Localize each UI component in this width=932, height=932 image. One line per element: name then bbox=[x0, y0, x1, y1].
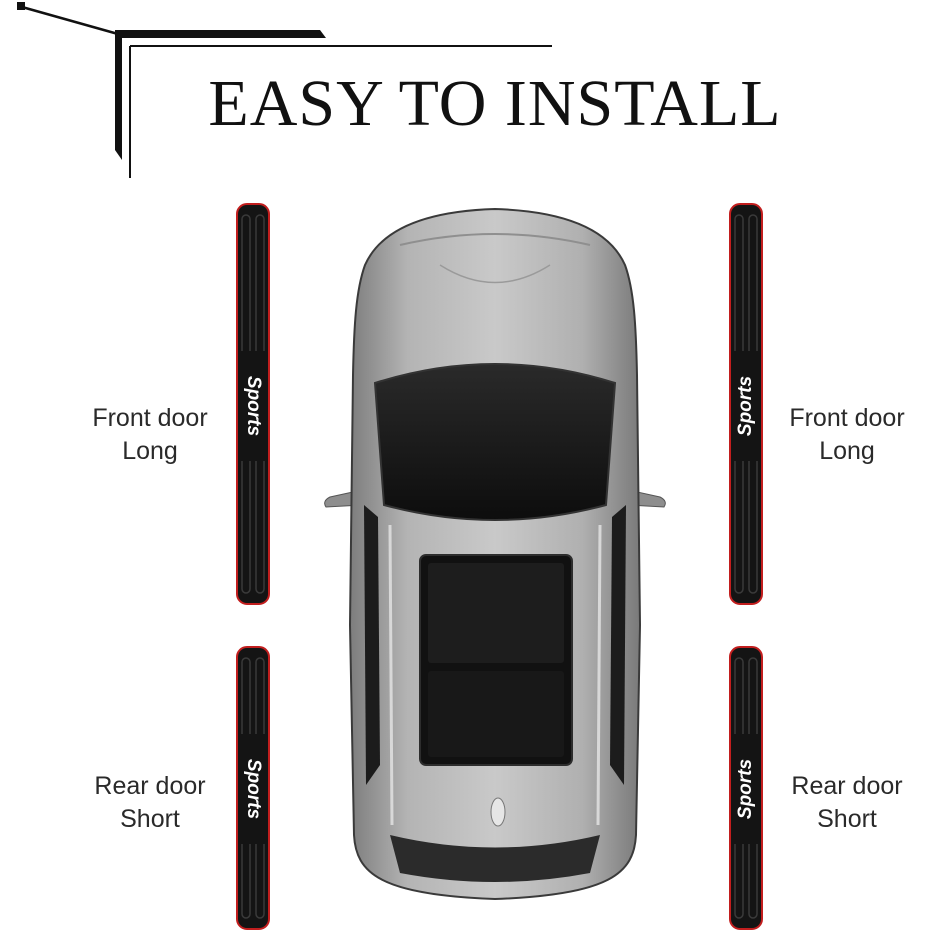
car-top-view-icon bbox=[324, 207, 666, 901]
page-title: EASY TO INSTALL bbox=[208, 67, 782, 140]
label-front-door-right: Front door Long bbox=[789, 404, 905, 465]
strip-brand-text: Sports bbox=[735, 759, 756, 819]
label-rear-door-left: Rear door Short bbox=[94, 772, 206, 833]
strip-brand-text: Sports bbox=[243, 759, 264, 819]
label-rear-door-right: Rear door Short bbox=[791, 772, 903, 833]
door-edge-guard-icon: Sports bbox=[236, 646, 270, 930]
door-edge-guard-icon: Sports bbox=[729, 646, 763, 930]
door-edge-guard-icon: Sports bbox=[729, 203, 763, 605]
corner-frame-decoration bbox=[17, 2, 552, 178]
strip-brand-text: Sports bbox=[243, 376, 264, 436]
label-front-door-left: Front door Long bbox=[92, 404, 208, 465]
strip-brand-text: Sports bbox=[735, 376, 756, 436]
door-edge-guard-icon: Sports bbox=[236, 203, 270, 605]
